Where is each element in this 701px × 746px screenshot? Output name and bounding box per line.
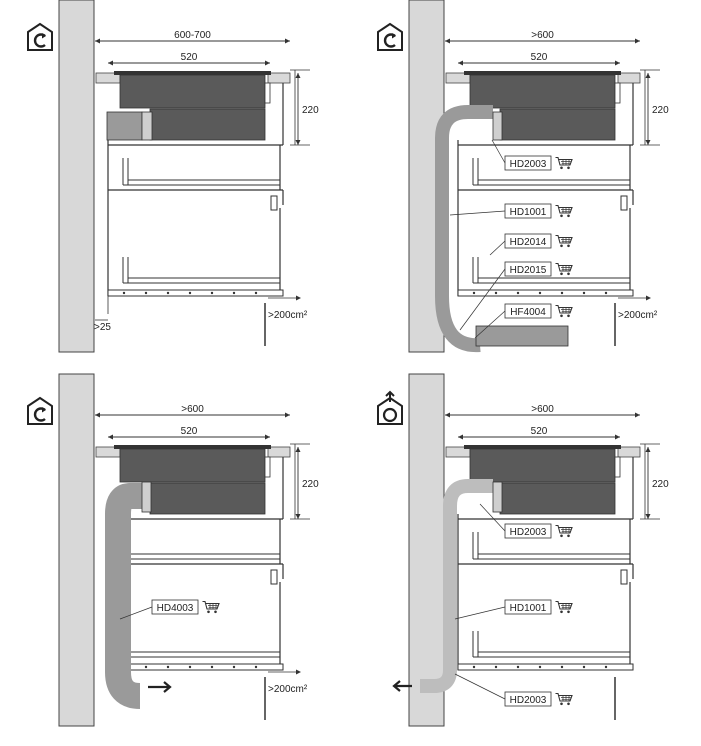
part-code: HD1001	[510, 603, 547, 614]
part-label: HD1001	[449, 203, 573, 219]
vent-area-label: >200cm²	[618, 310, 658, 321]
panel-bottom-right: >600 520 220	[377, 373, 669, 727]
hob-width-dimension: 520	[181, 426, 198, 437]
hob-clip	[614, 456, 621, 478]
house-recirculation-icon	[27, 22, 53, 51]
plinth-rail	[107, 289, 284, 297]
height-dimension: 220	[652, 105, 669, 116]
shopping-cart-icon	[555, 234, 573, 248]
shopping-cart-icon	[555, 156, 573, 170]
extractor-motor	[149, 482, 266, 515]
shopping-cart-icon	[555, 692, 573, 706]
part-label: HD2003	[479, 503, 573, 539]
hob-clip	[264, 456, 271, 478]
extractor-motor	[499, 108, 616, 141]
panel-bottom-left: >600 520 220 >200cm²	[27, 373, 319, 727]
extractor-motor	[149, 108, 266, 141]
worktop-right	[617, 446, 641, 458]
width-dimension: >600	[181, 404, 204, 415]
worktop-right	[617, 72, 641, 84]
worktop-right	[267, 72, 291, 84]
gap-dimension: >25	[94, 322, 111, 333]
duct-adapter	[106, 111, 143, 141]
shopping-cart-icon	[555, 262, 573, 276]
part-code: HD2003	[510, 695, 547, 706]
part-label: HF4004	[474, 303, 573, 339]
wall	[58, 0, 95, 353]
hob-glass	[464, 445, 621, 449]
shopping-cart-icon	[555, 304, 573, 318]
hob-glass	[464, 71, 621, 75]
hob-width-dimension: 520	[181, 52, 198, 63]
filter-box	[475, 325, 569, 347]
shopping-cart-icon	[555, 524, 573, 538]
height-dimension: 220	[302, 105, 319, 116]
house-recirculation-icon	[377, 22, 403, 51]
drawer-handle	[270, 569, 278, 585]
height-dimension: 220	[302, 479, 319, 490]
part-code: HD2015	[510, 265, 547, 276]
part-label: HD2015	[459, 261, 573, 331]
part-label: HD2014	[489, 233, 573, 256]
house-recirculation-icon	[27, 396, 53, 425]
hob-body	[119, 448, 266, 483]
hob-width-dimension: 520	[531, 426, 548, 437]
hob-glass	[114, 71, 271, 75]
part-code: HD1001	[510, 207, 547, 218]
shopping-cart-icon	[202, 600, 220, 614]
width-dimension: >600	[531, 30, 554, 41]
height-dimension: 220	[652, 479, 669, 490]
extractor-motor	[499, 482, 616, 515]
part-label: HD4003	[119, 599, 220, 620]
hob-clip	[264, 82, 271, 104]
plinth-rail	[457, 663, 634, 671]
plinth-rail	[457, 289, 634, 297]
width-dimension: 600-700	[174, 30, 211, 41]
part-code: HD2003	[510, 159, 547, 170]
airflow-arrow	[148, 681, 172, 693]
panel-top-right: >600 520 220 >200cm²	[377, 0, 669, 353]
wall	[408, 373, 445, 727]
duct-route	[420, 479, 493, 693]
house-extraction-icon	[377, 390, 403, 425]
drawer-handle	[620, 195, 628, 211]
part-code: HD2003	[510, 527, 547, 538]
hob-glass	[114, 445, 271, 449]
shopping-cart-icon	[555, 600, 573, 614]
panel-bottom-left-details: HD4003	[105, 481, 220, 709]
panel-top-left: 600-700 520 220 >200cm²	[27, 0, 319, 353]
part-code: HD4003	[157, 603, 194, 614]
hob-body	[119, 74, 266, 109]
vent-area-label: >200cm²	[268, 310, 308, 321]
part-label: HD1001	[454, 599, 573, 620]
hob-body	[469, 74, 616, 109]
hob-width-dimension: 520	[531, 52, 548, 63]
part-label: HD2003	[491, 139, 573, 171]
worktop-right	[267, 446, 291, 458]
drawer-handle	[270, 195, 278, 211]
hob-body	[469, 448, 616, 483]
part-label: HD2003	[454, 673, 573, 707]
drawer-handle	[620, 569, 628, 585]
airflow-arrow	[392, 680, 412, 692]
vent-area-label: >200cm²	[268, 684, 308, 695]
part-code: HD2014	[510, 237, 547, 248]
duct-route	[105, 483, 150, 709]
wall	[58, 373, 95, 727]
width-dimension: >600	[531, 404, 554, 415]
hob-clip	[614, 82, 621, 104]
shopping-cart-icon	[555, 204, 573, 218]
part-code: HF4004	[510, 307, 546, 318]
duct-route	[435, 105, 493, 353]
panel-top-left-details: >25	[94, 111, 153, 333]
